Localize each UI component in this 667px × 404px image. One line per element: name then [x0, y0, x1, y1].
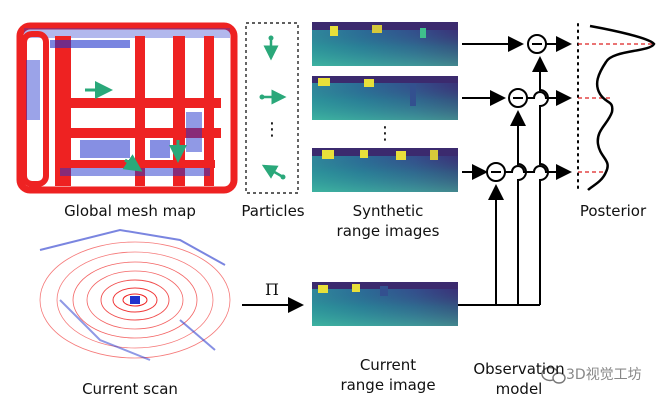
- minus-circle-icon: [508, 88, 528, 108]
- current-range-image-label-line1: Current: [359, 356, 417, 374]
- particle-arrow-diagonal: [261, 164, 286, 180]
- observation-model-label-line2: model: [495, 380, 543, 398]
- global-mesh-map-label: Global mesh map: [64, 202, 196, 220]
- synthetic-range-image-1: [312, 22, 458, 66]
- global-mesh-map: [16, 22, 238, 194]
- observation-model-label-line1: Observation: [473, 360, 565, 378]
- particles-box: [245, 22, 299, 194]
- minus-circle-icon: [527, 34, 547, 54]
- particle-arrow-down: [263, 35, 279, 61]
- current-scan: [39, 228, 231, 361]
- arrow-to-posterior-2: [527, 90, 572, 106]
- particle-arrow-right: [259, 89, 287, 105]
- arrow-to-posterior-3: [505, 164, 572, 180]
- particles-ellipsis: ⋮: [263, 119, 281, 140]
- projection-symbol: Π: [265, 280, 279, 299]
- particles-label: Particles: [241, 202, 305, 220]
- synthetic-ellipsis: ⋮: [376, 123, 394, 144]
- current-scan-label: Current scan: [82, 380, 178, 398]
- synthetic-range-images-label-line1: Synthetic: [352, 202, 424, 220]
- posterior-plot: [577, 23, 656, 193]
- synthetic-range-image-2: [312, 76, 458, 120]
- watermark-text: 3D视觉工坊: [566, 367, 642, 383]
- synthetic-range-image-3: [312, 148, 458, 192]
- synthetic-range-images-label-line2: range images: [336, 222, 440, 240]
- current-range-image: [312, 282, 458, 326]
- wechat-icon: [541, 366, 566, 384]
- minus-circle-icon: [486, 162, 506, 182]
- current-range-image-label-line2: range image: [340, 376, 436, 394]
- posterior-label: Posterior: [579, 202, 647, 220]
